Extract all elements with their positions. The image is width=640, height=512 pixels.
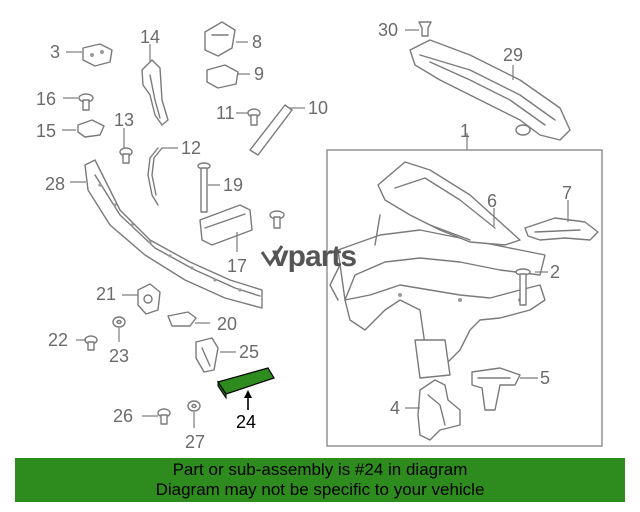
part-8-latch[interactable] <box>204 21 236 57</box>
callout-13: 13 <box>114 110 134 130</box>
part-3-bracket[interactable] <box>82 43 113 67</box>
part-13-bolt[interactable] <box>119 147 133 164</box>
callout-11: 11 <box>216 103 235 123</box>
part-4-side-support[interactable] <box>417 379 461 441</box>
part-22-screw[interactable] <box>84 335 98 351</box>
part-23-washer[interactable] <box>112 316 126 328</box>
callout-27: 27 <box>185 432 205 452</box>
part-12-release-rod[interactable] <box>147 147 163 206</box>
info-banner: Part or sub-assembly is #24 in diagram D… <box>15 458 625 502</box>
callout-6: 6 <box>487 191 497 211</box>
callout-21: 21 <box>96 284 116 304</box>
callout-22: 22 <box>48 330 68 350</box>
callout-7: 7 <box>562 183 572 203</box>
part-25-bracket[interactable] <box>195 337 219 373</box>
part-2-bolt[interactable] <box>515 268 531 306</box>
part-6-upper-tie-bar[interactable] <box>377 161 521 246</box>
part-10-strut[interactable] <box>249 104 293 156</box>
callout-20: 20 <box>217 314 237 334</box>
part-20-plate[interactable] <box>167 311 197 327</box>
callout-26: 26 <box>113 406 133 426</box>
part-15-nut-plate[interactable] <box>77 119 105 138</box>
callout-16: 16 <box>36 89 56 109</box>
callout-3: 3 <box>50 42 60 62</box>
banner-line-1: Part or sub-assembly is #24 in diagram <box>172 460 468 479</box>
part-16-bolt[interactable] <box>78 93 94 111</box>
part-17-bolt[interactable] <box>269 210 285 229</box>
callout-24: 24 <box>236 412 256 432</box>
part-30-clip[interactable] <box>418 21 432 37</box>
part-21-sensor-bracket[interactable] <box>137 283 161 315</box>
part-19-long-bolt[interactable] <box>197 162 211 213</box>
part-28-bumper-beam[interactable] <box>84 159 263 309</box>
callout-25: 25 <box>239 342 259 362</box>
vparts-logo-watermark: vparts <box>260 240 357 273</box>
callout-28: 28 <box>45 174 65 194</box>
callout-19: 19 <box>223 175 243 195</box>
part-26-screw[interactable] <box>157 408 171 425</box>
part-29-crossmember[interactable] <box>409 39 571 141</box>
callout-9: 9 <box>254 64 264 84</box>
callout-1: 1 <box>460 121 470 141</box>
callout-14: 14 <box>140 27 160 47</box>
callout-15: 15 <box>36 121 56 141</box>
exploded-parts-diagram: 1 2 3 4 5 6 7 8 9 10 11 12 13 14 15 16 1… <box>36 20 603 452</box>
callout-10: 10 <box>308 98 328 118</box>
callout-4: 4 <box>390 398 400 418</box>
part-7-side-bracket[interactable] <box>524 217 599 241</box>
callout-23: 23 <box>109 346 129 366</box>
callout-2: 2 <box>550 262 560 282</box>
callout-12: 12 <box>181 138 201 158</box>
part-17-bracket-plate[interactable] <box>199 204 253 246</box>
callout-30: 30 <box>378 20 398 40</box>
part-11-bolt[interactable] <box>247 108 261 126</box>
callout-17: 17 <box>227 256 247 276</box>
assembly-1-frame <box>326 149 603 447</box>
leader-lines <box>62 29 569 428</box>
watermark-text: vparts <box>272 240 356 273</box>
banner-line-2: Diagram may not be specific to your vehi… <box>155 480 485 499</box>
part-24-air-deflector[interactable] <box>217 367 275 400</box>
callout-5: 5 <box>540 368 550 388</box>
callout-29: 29 <box>503 45 523 65</box>
callout-8: 8 <box>252 32 262 52</box>
part-14-vertical-bracket[interactable] <box>141 59 169 126</box>
part-5-lower-bracket[interactable] <box>471 367 521 411</box>
part-9-latch-base[interactable] <box>206 64 239 89</box>
part-1-radiator-support[interactable] <box>329 214 546 379</box>
part-27-washer[interactable] <box>187 400 201 412</box>
